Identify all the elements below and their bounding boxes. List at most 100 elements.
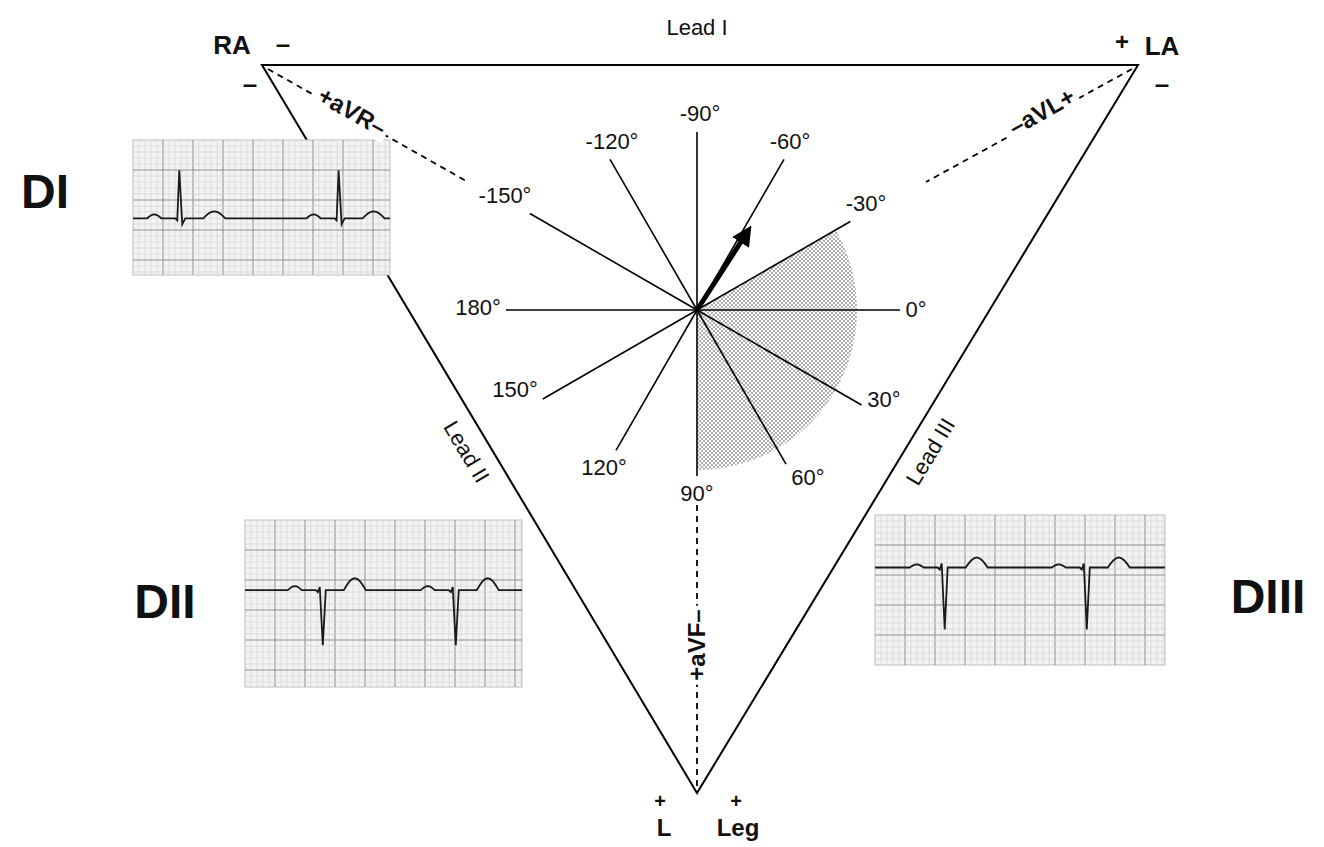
axis-ray [696, 310, 698, 476]
ecg-grid-line [347, 520, 348, 687]
ecg-grid-line [353, 520, 354, 687]
ecg-grid-line [245, 562, 522, 563]
ecg-grid-line [169, 140, 170, 275]
ecg-grid-line [875, 575, 1165, 576]
ecg-grid-line [133, 266, 390, 267]
ecg-grid-line [133, 194, 390, 195]
ecg-grid-line [133, 182, 390, 183]
axis-ray [697, 309, 900, 311]
ecg-grid-line [245, 580, 522, 581]
ecg-grid-line [193, 140, 194, 275]
ecg-grid-line [875, 563, 1165, 564]
axis-ray [697, 159, 784, 310]
ecg-grid-line [325, 140, 326, 275]
ecg-grid-line [365, 520, 366, 687]
ecg-grid-line [1097, 515, 1098, 665]
ecg-grid-line [217, 140, 218, 275]
ecg-grid-line [277, 140, 278, 275]
ecg-grid-line [289, 140, 290, 275]
ecg-grid-line [133, 206, 390, 207]
ecg-grid-line [271, 140, 272, 275]
ecg-grid-line [245, 646, 522, 647]
ecg-grid-line [1025, 515, 1026, 665]
ecg-grid-line [283, 140, 284, 275]
ecg-grid-line [875, 545, 1165, 546]
angle-label: 90° [680, 482, 713, 506]
ecg-grid-line [941, 515, 942, 665]
axis-ray [610, 159, 697, 310]
axis-ray [697, 310, 862, 405]
ecg-grid-line [875, 623, 1165, 624]
axis-ray [696, 132, 698, 310]
ecg-grid-line [145, 140, 146, 275]
ecg-grid-line [893, 515, 894, 665]
polarity-sign: + [1115, 29, 1129, 55]
strip-label: DIII [1231, 571, 1306, 624]
ecg-grid-line [977, 515, 978, 665]
ecg-grid-line [245, 676, 522, 677]
polarity-sign: – [1155, 70, 1169, 99]
ecg-grid-line [425, 520, 426, 687]
ecg-grid-line [245, 526, 522, 527]
ecg-strip [875, 515, 1165, 665]
ecg-grid-line [329, 520, 330, 687]
ecg-grid-line [875, 647, 1165, 648]
ecg-grid-line [269, 520, 270, 687]
ecg-grid-line [395, 520, 396, 687]
ecg-grid-line [1061, 515, 1062, 665]
normal-axis-sector [697, 230, 857, 470]
ecg-grid-line [407, 520, 408, 687]
ecg-grid-line [245, 550, 522, 551]
ecg-grid-line [515, 520, 516, 687]
ecg-grid-line [163, 140, 164, 275]
ecg-grid-line [389, 520, 390, 687]
ecg-grid-line [875, 569, 1165, 570]
ecg-grid-line [245, 532, 522, 533]
ecg-grid-line [263, 520, 264, 687]
ecg-grid-line [1115, 515, 1116, 665]
angle-label: -150° [479, 184, 532, 208]
ecg-trace [245, 578, 522, 645]
ecg-grid-line [245, 640, 522, 641]
ecg-grid-line [265, 140, 266, 275]
ecg-grid-line [293, 520, 294, 687]
ecg-grid-line [133, 164, 390, 165]
ecg-grid-line [437, 520, 438, 687]
ecg-grid-line [245, 616, 522, 617]
ecg-grid-line [257, 520, 258, 687]
ecg-paper [133, 140, 390, 275]
ecg-grid-line [989, 515, 990, 665]
ecg-grid-line [401, 520, 402, 687]
lead-name: +aVF– [684, 605, 710, 684]
ecg-grid-line [1103, 515, 1104, 665]
axis-ray [506, 309, 697, 311]
ecg-grid-line [923, 515, 924, 665]
ecg-grid-line [929, 515, 930, 665]
electrode-name: LA [1145, 32, 1180, 61]
ecg-grid-line [497, 520, 498, 687]
angle-label: -60° [770, 130, 811, 154]
ecg-grid-line [349, 140, 350, 275]
ecg-grid-line [521, 520, 522, 687]
ecg-grid-line [275, 520, 276, 687]
ecg-grid-line [133, 242, 390, 243]
ecg-grid-line [959, 515, 960, 665]
ecg-grid-line [1013, 515, 1014, 665]
ecg-grid-line [875, 587, 1165, 588]
ecg-grid-line [503, 520, 504, 687]
ecg-grid-line [341, 520, 342, 687]
ecg-grid-line [383, 520, 384, 687]
ecg-grid-line [1001, 515, 1002, 665]
ecg-grid-line [253, 140, 254, 275]
ecg-grid-line [1163, 515, 1164, 665]
ecg-grid-line [133, 176, 390, 177]
ecg-grid-line [887, 515, 888, 665]
ecg-grid-line [319, 140, 320, 275]
ecg-grid-line [151, 140, 152, 275]
ecg-paper [875, 515, 1165, 665]
ecg-grid-line [875, 617, 1165, 618]
ecg-grid-line [245, 556, 522, 557]
ecg-grid-line [133, 200, 390, 201]
ecg-grid-line [245, 628, 522, 629]
